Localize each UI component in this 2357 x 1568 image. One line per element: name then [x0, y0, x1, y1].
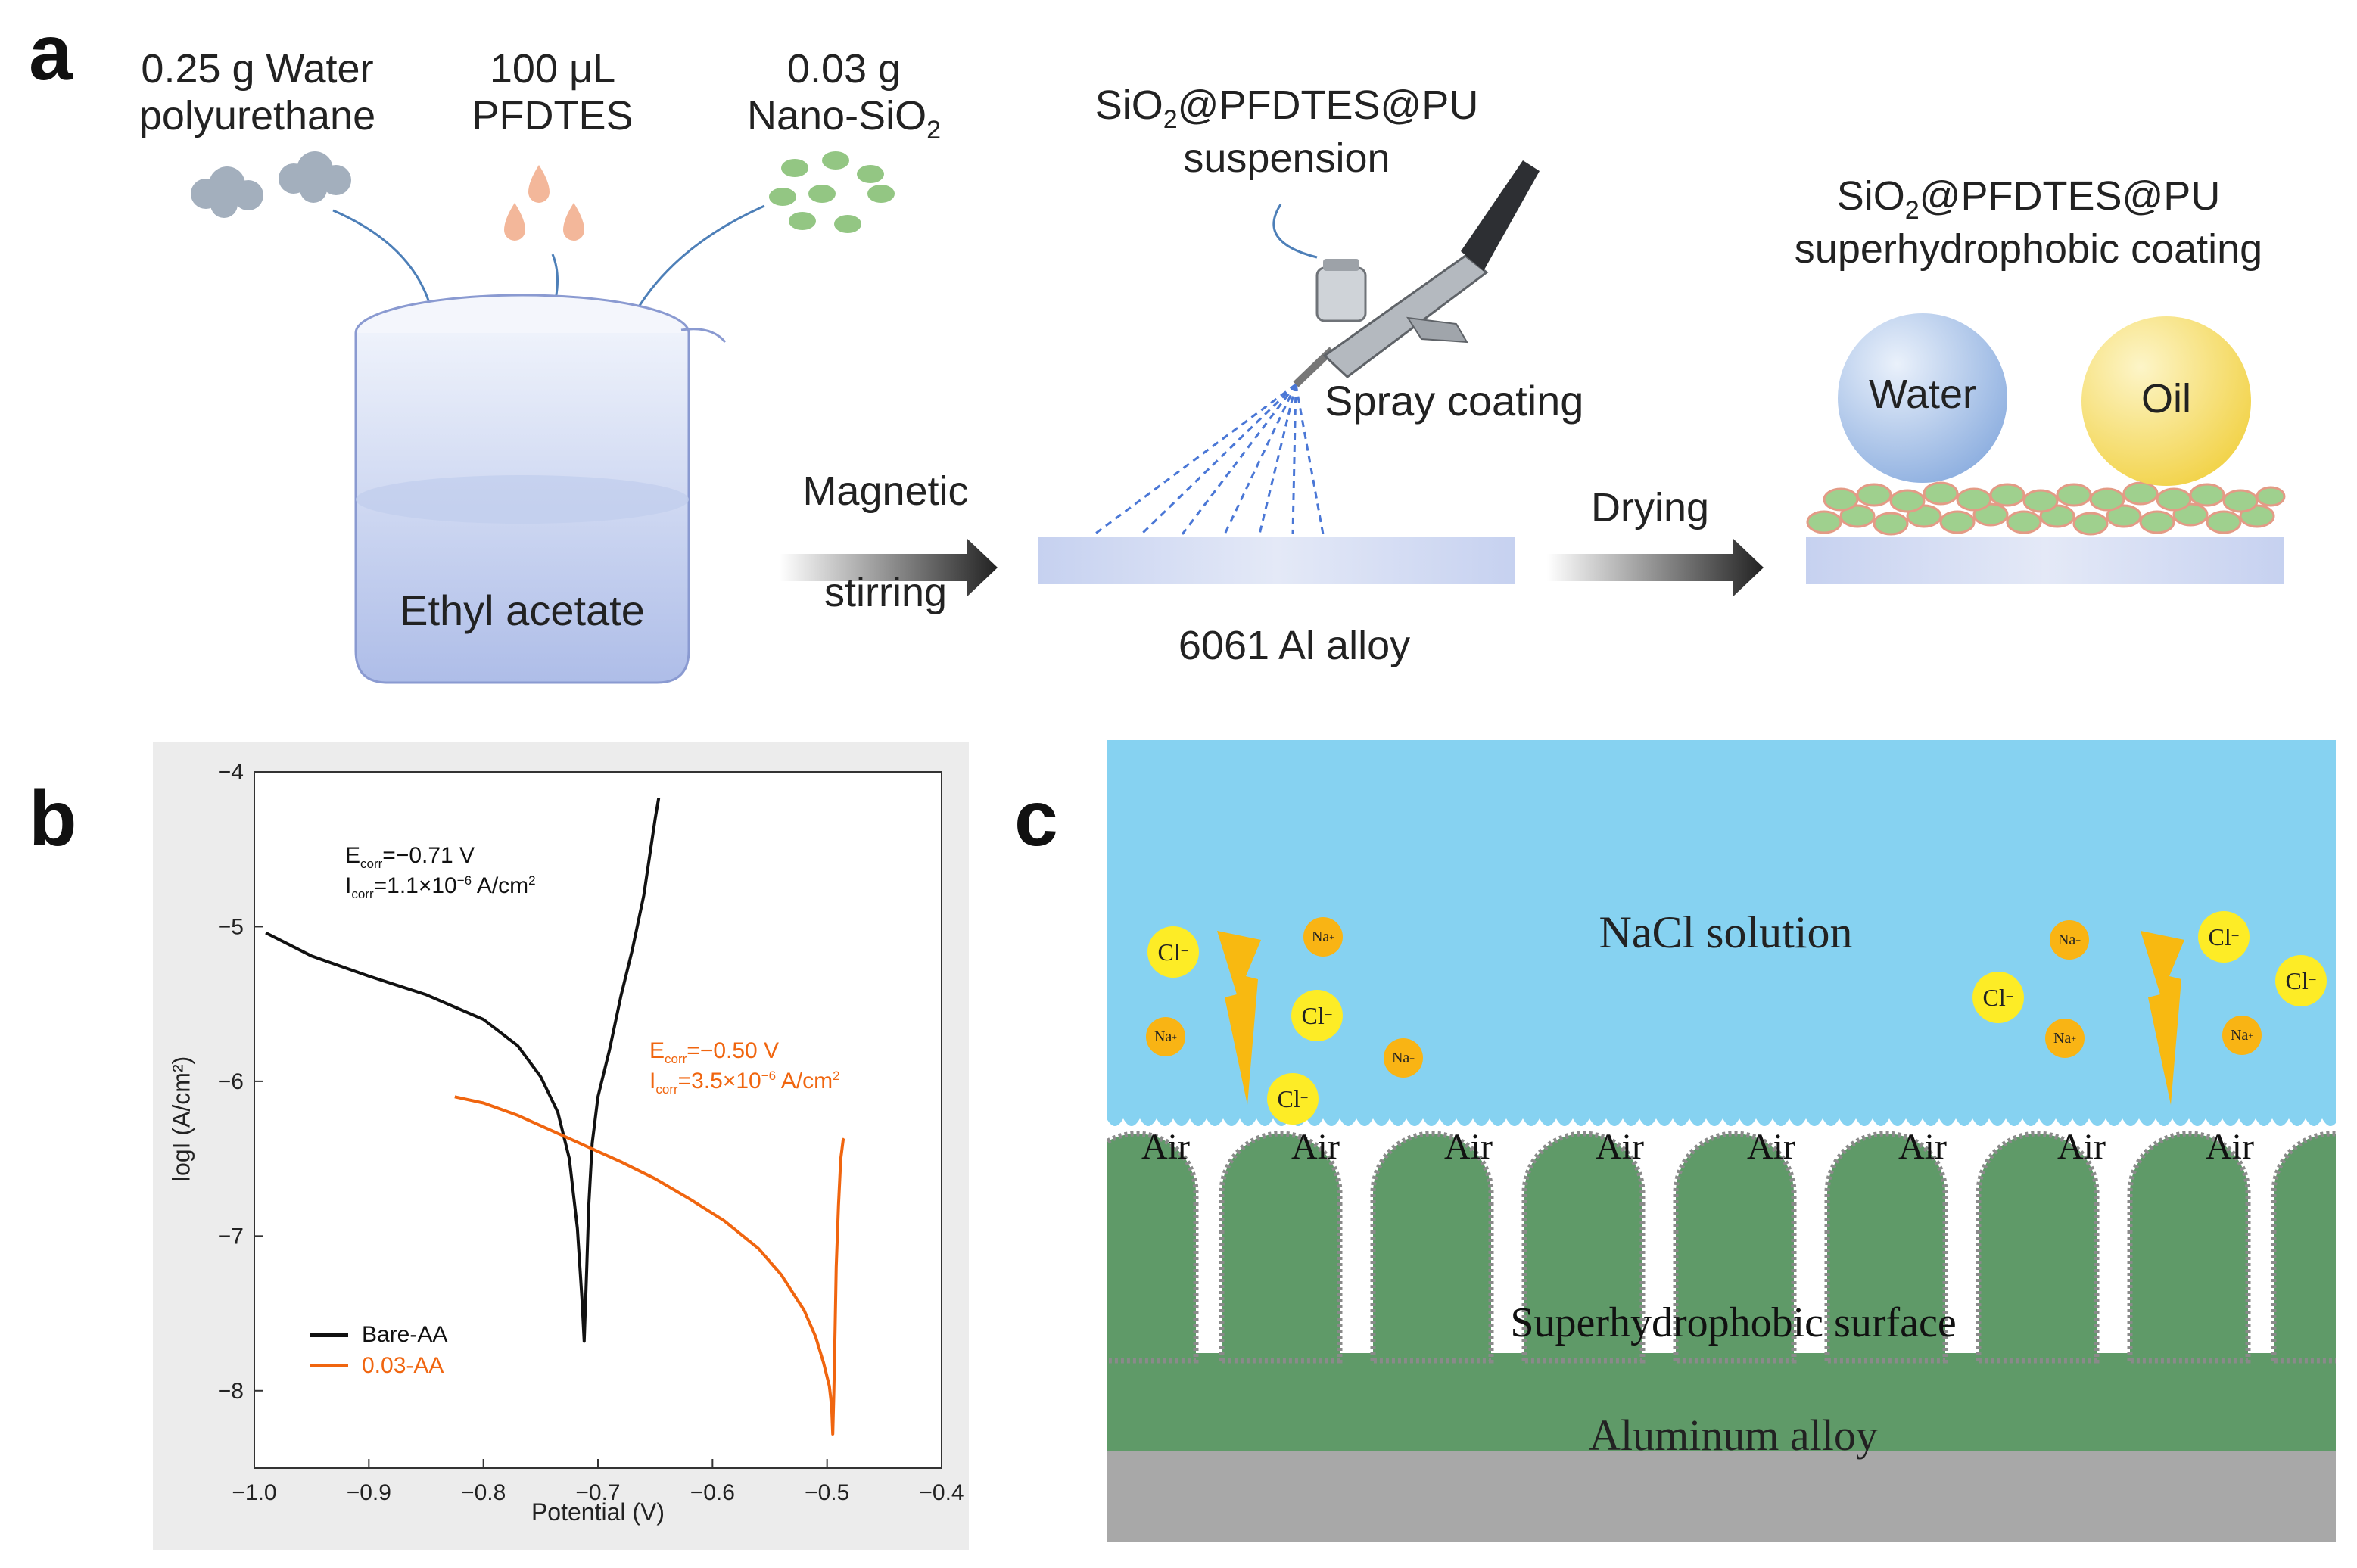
x-tick-label: −0.7: [575, 1480, 620, 1505]
corrosion-mechanism-diagram: [1107, 740, 2336, 1542]
chloride-ion: Cl−: [1972, 972, 2024, 1023]
beaker-label: Ethyl acetate: [400, 586, 645, 634]
superhydrophobic-surface-label: Superhydrophobic surface: [1510, 1299, 1957, 1346]
polarization-chart: −1.0 −0.9 −0.8 −0.7 −0.6 −0.5 −0.4 −8 −7 −6 −5 −4: [218, 760, 964, 1505]
stirring-step-label: Magnetic stirring: [802, 468, 969, 615]
legend-swatch-coated-aa: [310, 1364, 348, 1368]
silica-particle-icon: [769, 151, 895, 233]
substrate-label: 6061 Al alloy: [1178, 623, 1411, 668]
sodium-ion: Na+: [2045, 1019, 2085, 1058]
panel-label-c: c: [1014, 775, 1058, 863]
x-tick-label: −0.5: [805, 1480, 849, 1505]
micro-pillar: [1107, 1131, 1199, 1364]
al-alloy-plate: [1038, 537, 1515, 584]
panel-label-b: b: [29, 775, 77, 863]
y-tick-label: −7: [218, 1224, 244, 1249]
x-tick-label: −1.0: [232, 1480, 276, 1505]
ingredient-pfdtes-label: 100 μL PFDTES: [472, 46, 634, 139]
aluminum-alloy-label: Aluminum alloy: [1589, 1411, 1878, 1460]
micro-pillar: [1521, 1131, 1646, 1364]
y-tick-label: −6: [218, 1069, 244, 1094]
pfdtes-drop-icon: [504, 165, 584, 241]
air-gap-label: Air: [1596, 1127, 1644, 1167]
airbrush-icon: [1293, 160, 1540, 387]
y-axis-title: logI (A/cm²): [167, 1056, 195, 1182]
x-axis-title: Potential (V): [531, 1498, 665, 1526]
beaker-icon: [354, 294, 727, 684]
panel-label-a: a: [29, 9, 73, 97]
air-gap-label: Air: [1898, 1127, 1947, 1167]
y-tick-label: −5: [218, 914, 244, 939]
legend-swatch-bare-aa: [310, 1333, 348, 1337]
stirring-arrow-icon: [780, 539, 998, 596]
sodium-ion: Na+: [1146, 1017, 1185, 1056]
micro-pillar: [2127, 1131, 2251, 1364]
panel-a-illustration: [191, 151, 2286, 684]
ingredient-silica-label: 0.03 g Nano-SiO2: [746, 46, 941, 145]
sodium-ion: Na+: [2222, 1016, 2262, 1055]
bare-aa-annotation: Ecorr=−0.71 V Icorr=1.1×10−6 A/cm2: [345, 843, 536, 902]
corrosion-bolt-icon: [2141, 931, 2184, 1105]
legend-item-bare-aa: Bare-AA: [310, 1320, 447, 1351]
series-line-bare-aa: [265, 798, 661, 1343]
legend-item-coated-aa: 0.03-AA: [310, 1351, 447, 1382]
water-droplet-label: Water: [1868, 372, 1976, 417]
spray-coating-label: Spray coating: [1325, 377, 1584, 425]
chloride-ion: Cl−: [1267, 1073, 1319, 1125]
sodium-ion: Na+: [1384, 1038, 1423, 1078]
chart-legend: Bare-AA 0.03-AA: [310, 1320, 447, 1381]
silica-coating-layer: [1806, 481, 2286, 536]
micro-pillar: [1219, 1131, 1343, 1364]
air-gap-label: Air: [2206, 1127, 2254, 1167]
x-tick-label: −0.9: [347, 1480, 391, 1505]
micro-pillar: [1976, 1131, 2100, 1364]
suspension-label: SiO2@PFDTES@PU suspension: [1094, 82, 1479, 181]
drying-step-label: Drying: [1590, 485, 1710, 530]
oil-droplet-label: Oil: [2141, 376, 2191, 422]
air-gap-label: Air: [1444, 1127, 1493, 1167]
x-tick-label: −0.6: [690, 1480, 735, 1505]
micro-pillar: [1370, 1131, 1494, 1364]
micro-pillar-structure: [1107, 1131, 2336, 1364]
y-tick-label: −8: [218, 1379, 244, 1404]
water-air-interface: [1107, 1118, 2336, 1129]
corrosion-bolt-icon: [1217, 931, 1261, 1105]
micro-pillar: [2271, 1131, 2336, 1364]
air-gap-label: Air: [1291, 1127, 1340, 1167]
micro-pillar: [1824, 1131, 1948, 1364]
air-gap-label: Air: [1141, 1127, 1190, 1167]
micro-pillar: [1673, 1131, 1797, 1364]
water-droplet-icon: [1838, 313, 2007, 483]
nacl-solution-label: NaCl solution: [1599, 907, 1853, 957]
chloride-ion: Cl−: [2275, 955, 2327, 1006]
sodium-ion: Na+: [2050, 920, 2089, 960]
polyurethane-cloud-icon: [191, 151, 351, 218]
chloride-ion: Cl−: [2198, 911, 2250, 963]
air-gap-label: Air: [2057, 1127, 2106, 1167]
oil-droplet-icon: [2081, 316, 2251, 486]
air-gap-label: Air: [1747, 1127, 1795, 1167]
coated-plate: [1806, 537, 2284, 584]
coated-aa-annotation: Ecorr=−0.50 V Icorr=3.5×10−6 A/cm2: [649, 1038, 840, 1097]
chloride-ion: Cl−: [1291, 990, 1343, 1041]
x-tick-label: −0.8: [461, 1480, 506, 1505]
sodium-ion: Na+: [1303, 917, 1343, 957]
x-tick-label: −0.4: [919, 1480, 964, 1505]
chloride-ion: Cl−: [1147, 926, 1199, 978]
y-tick-label: −4: [218, 760, 244, 785]
coating-label: SiO2@PFDTES@PU superhydrophobic coating: [1794, 173, 2263, 272]
series-line-coated-aa: [454, 1095, 846, 1436]
ingredient-pu-label: 0.25 g Water polyurethane: [139, 46, 376, 139]
drying-arrow-icon: [1547, 539, 1764, 596]
